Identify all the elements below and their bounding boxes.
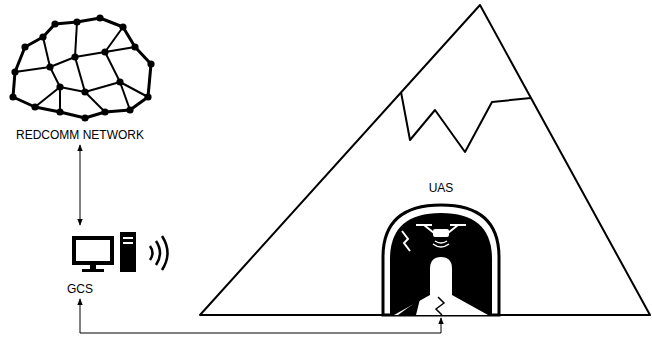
uas-tunnel-node: UAS [380, 181, 502, 315]
computer-icon [52, 228, 182, 278]
ground-station-node: GCS [30, 228, 130, 296]
network-cloud-icon [5, 12, 155, 124]
tunnel-icon [380, 197, 502, 315]
node-label: UAS [380, 181, 502, 195]
link-arrow [80, 145, 81, 225]
network-cloud-node: REDCOMM NETWORK [5, 12, 155, 142]
node-label: REDCOMM NETWORK [5, 128, 155, 142]
node-label: GCS [30, 282, 130, 296]
